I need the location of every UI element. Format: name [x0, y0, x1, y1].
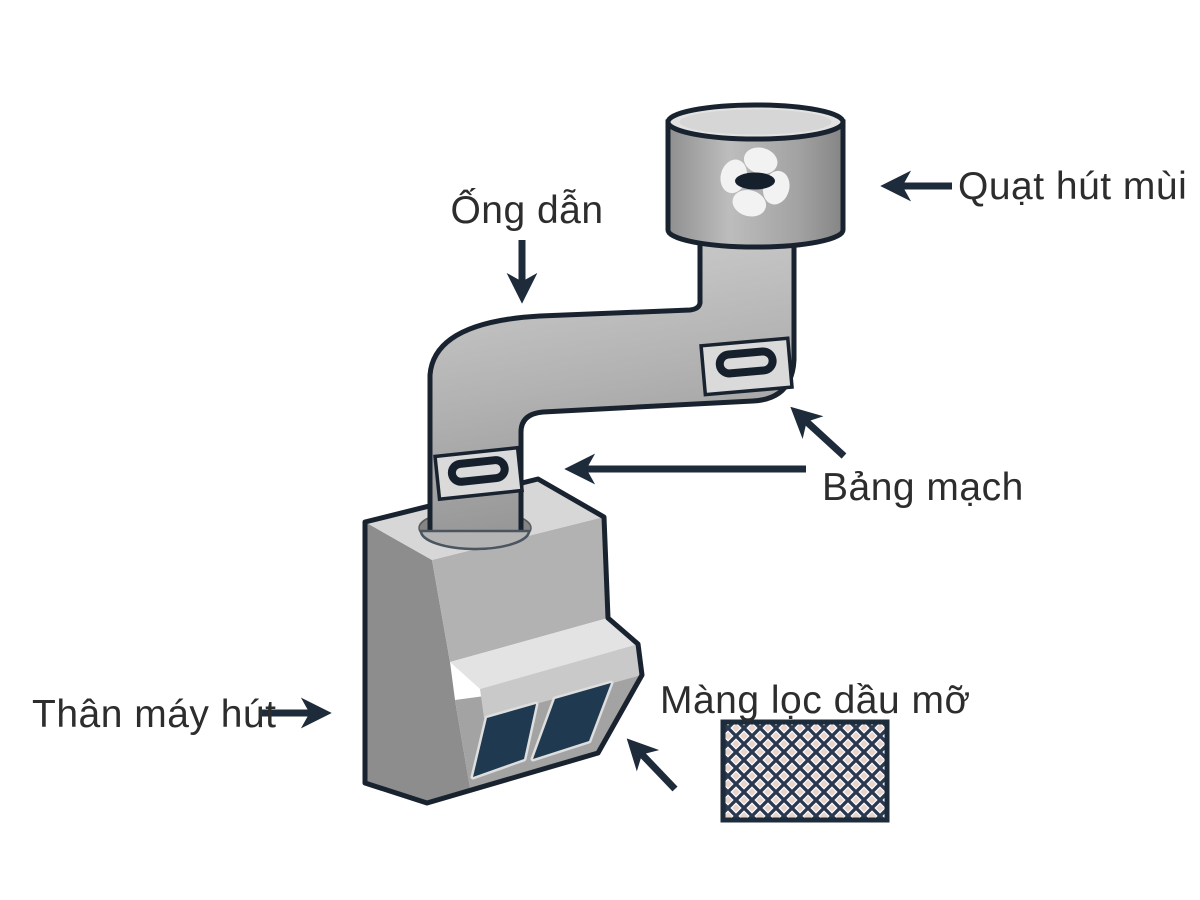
circuit-board-panel-lower [433, 445, 524, 502]
grease-filter-label: Màng lọc dầu mỡ [660, 679, 971, 722]
filter-window-right [530, 680, 614, 762]
fan-label: Quạt hút mùi [958, 165, 1187, 208]
circuit-board-label: Bảng mạch [822, 466, 1024, 509]
filter-arrow-diagonal-icon [626, 738, 678, 792]
duct-label: Ống dẫn [450, 187, 603, 232]
fan-blades-icon [720, 147, 790, 217]
body-label: Thân máy hút [32, 693, 276, 736]
circuit-board-panel-upper [699, 336, 794, 397]
duct-opening-lip [419, 529, 531, 551]
filter-window-left [470, 701, 539, 780]
exhaust-fan-illustration [665, 102, 846, 250]
duct-illustration [427, 222, 797, 551]
hood-body-illustration [362, 476, 645, 806]
grease-filter-mesh [720, 719, 890, 823]
circuit-board-arrow-diagonal-icon [790, 406, 847, 459]
